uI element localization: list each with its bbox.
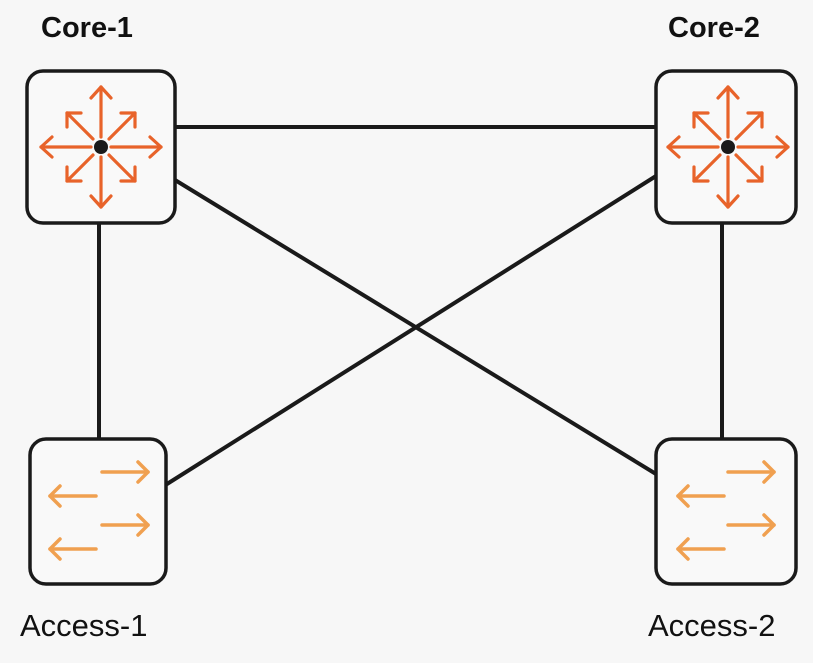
router-icon [39,85,163,209]
access2-device[interactable] [654,437,798,586]
access1-box [28,437,168,586]
access2-label: Access-2 [648,608,776,643]
access1-label: Access-1 [20,608,148,643]
core2-label: Core-2 [668,12,760,44]
switch-icon [676,460,776,561]
core1-device[interactable] [25,69,177,225]
links-layer [97,125,724,486]
core2-device[interactable] [654,69,798,225]
switch-icon [48,460,150,561]
core1-label: Core-1 [41,12,133,44]
access1-device[interactable] [28,437,168,586]
link-core2-access1 [165,174,658,486]
router-icon [666,85,790,209]
access2-box [654,437,798,586]
